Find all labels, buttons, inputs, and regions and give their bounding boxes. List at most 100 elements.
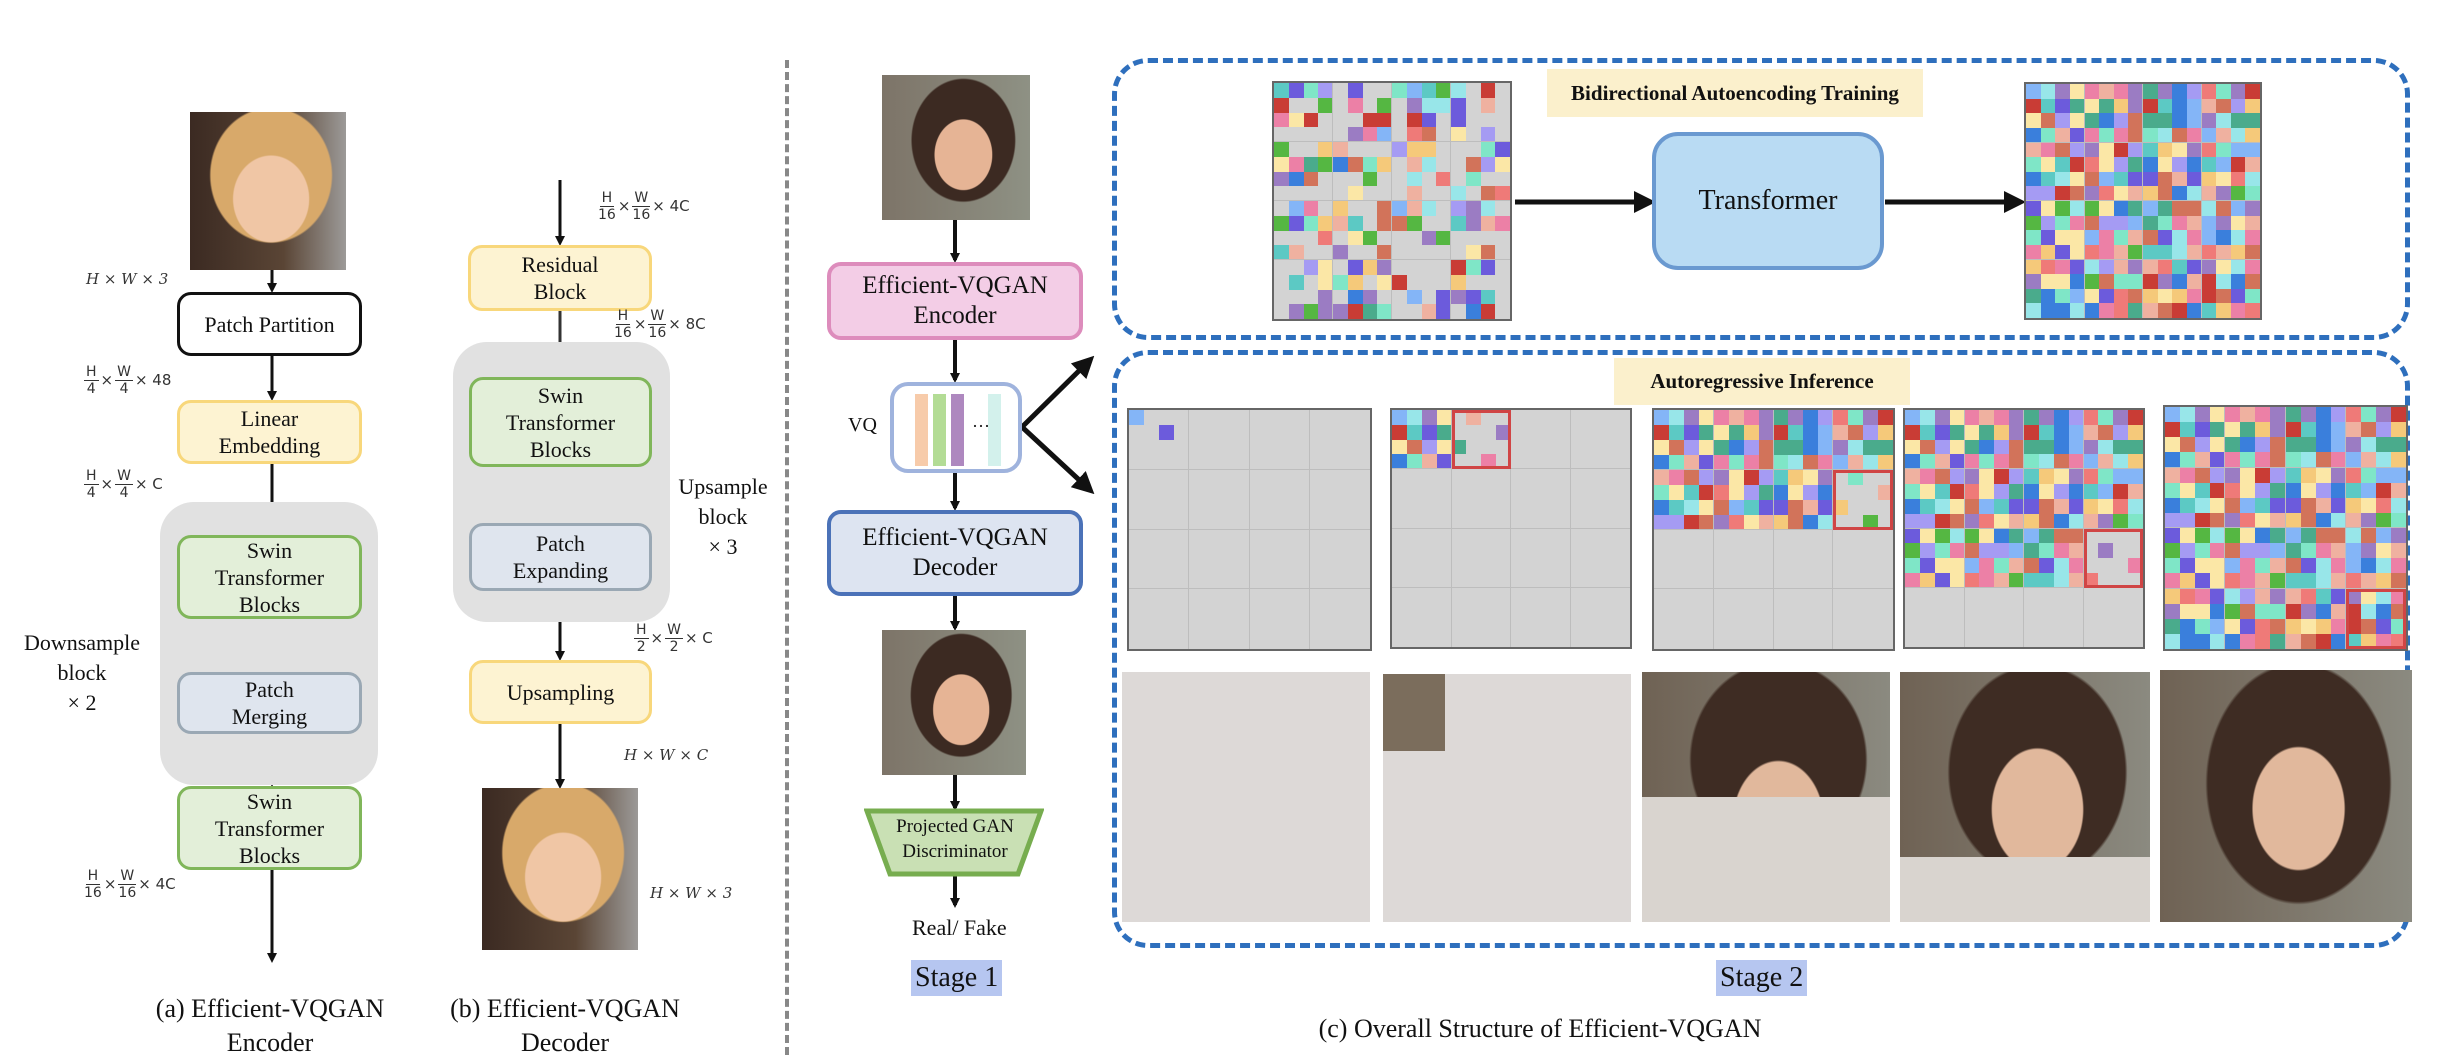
token-cell (1279, 619, 1295, 635)
token-cell (1833, 454, 1849, 470)
token-cell (1878, 424, 1893, 440)
token-cell (1465, 112, 1481, 128)
token-cell (2009, 469, 2024, 485)
token-cell (2245, 127, 2260, 143)
token-cell (1144, 574, 1160, 590)
token-cell (1585, 498, 1601, 514)
token-cell (2201, 201, 2217, 216)
token-cell (1392, 528, 1407, 544)
token-cell (1848, 574, 1864, 590)
token-cell (2225, 558, 2241, 574)
token-cell (2128, 142, 2143, 158)
token-cell (1728, 439, 1744, 455)
token-cell (1377, 245, 1392, 260)
token-cell (2084, 288, 2100, 304)
token-cell (1333, 230, 1348, 246)
token-cell (1600, 543, 1616, 559)
token-cell (2098, 513, 2114, 529)
token-cell (1324, 439, 1340, 455)
token-cell (1406, 469, 1422, 485)
token-cell (1555, 602, 1571, 618)
token-cell (2186, 113, 2202, 128)
token-cell (1339, 499, 1355, 515)
token-cell (2157, 186, 2173, 201)
token-cell (1466, 602, 1482, 618)
token-cell (1994, 454, 2010, 470)
token-cell (1392, 572, 1407, 588)
token-cell (2255, 633, 2271, 649)
real-fake-output: Real/ Fake (912, 915, 1007, 940)
token-cell (2230, 113, 2246, 128)
token-cell (1964, 498, 1980, 514)
token-cell (2040, 142, 2056, 158)
token-cell (1174, 439, 1190, 455)
token-cell (1585, 632, 1601, 647)
token-cell (1362, 215, 1378, 231)
token-cell (1540, 572, 1556, 588)
token-cell (1159, 439, 1175, 455)
token-cell (1600, 572, 1616, 588)
token-cell (1288, 304, 1304, 319)
token-cell (1288, 186, 1304, 201)
token-cell (1979, 410, 1995, 425)
codebook-entry-2 (933, 394, 946, 466)
token-cell (1339, 544, 1355, 560)
token-cell (2009, 439, 2024, 455)
token-cell (1189, 604, 1205, 620)
token-cell (1144, 589, 1160, 605)
token-cell (1333, 171, 1348, 187)
token-cell (1934, 602, 1950, 618)
token-cell (1288, 274, 1304, 290)
token-cell (2345, 528, 2361, 544)
token-cell (2099, 157, 2114, 172)
token-cell (1392, 112, 1407, 128)
token-cell (2009, 587, 2024, 603)
token-cell (2172, 288, 2187, 304)
token-cell (2098, 543, 2114, 559)
token-cell (2009, 484, 2024, 499)
token-cell (2210, 512, 2226, 528)
token-cell (1466, 410, 1482, 425)
token-cell (2099, 201, 2114, 216)
token-cell (1878, 544, 1893, 560)
token-cell (1934, 424, 1950, 440)
token-cell (1495, 230, 1510, 246)
token-cell (1309, 604, 1325, 620)
token-cell (2285, 452, 2301, 468)
token-cell (1654, 604, 1669, 620)
token-cell (2113, 303, 2129, 318)
token-cell (1818, 424, 1834, 440)
token-cell (1934, 513, 1950, 529)
token-cell (2180, 558, 2196, 574)
token-cell (1406, 572, 1422, 588)
token-cell (1878, 559, 1893, 575)
token-cell (1406, 484, 1422, 499)
token-cell (2053, 528, 2069, 544)
token-cell (1495, 260, 1510, 275)
token-cell (1683, 604, 1699, 620)
token-cell (1585, 454, 1601, 470)
token-cell (1994, 469, 2010, 485)
token-cell (2053, 602, 2069, 618)
token-cell (1309, 410, 1325, 425)
token-cell (1159, 529, 1175, 545)
token-cell (1159, 574, 1175, 590)
token-cell (1354, 559, 1370, 575)
active-block-highlight (1451, 410, 1511, 470)
token-cell (2195, 407, 2211, 423)
token-cell (2165, 467, 2181, 483)
token-cell (1743, 544, 1759, 560)
token-cell (1919, 513, 1935, 529)
token-cell (1392, 215, 1407, 231)
token-cell (2040, 98, 2056, 114)
token-cell (1934, 632, 1950, 647)
token-cell (1189, 439, 1205, 455)
token-cell (1436, 274, 1451, 290)
token-cell (2390, 407, 2406, 423)
token-cell (1934, 410, 1950, 425)
token-cell (1421, 617, 1437, 633)
token-cell (2210, 497, 2226, 513)
token-cell (2128, 543, 2143, 559)
token-cell (2143, 259, 2158, 275)
